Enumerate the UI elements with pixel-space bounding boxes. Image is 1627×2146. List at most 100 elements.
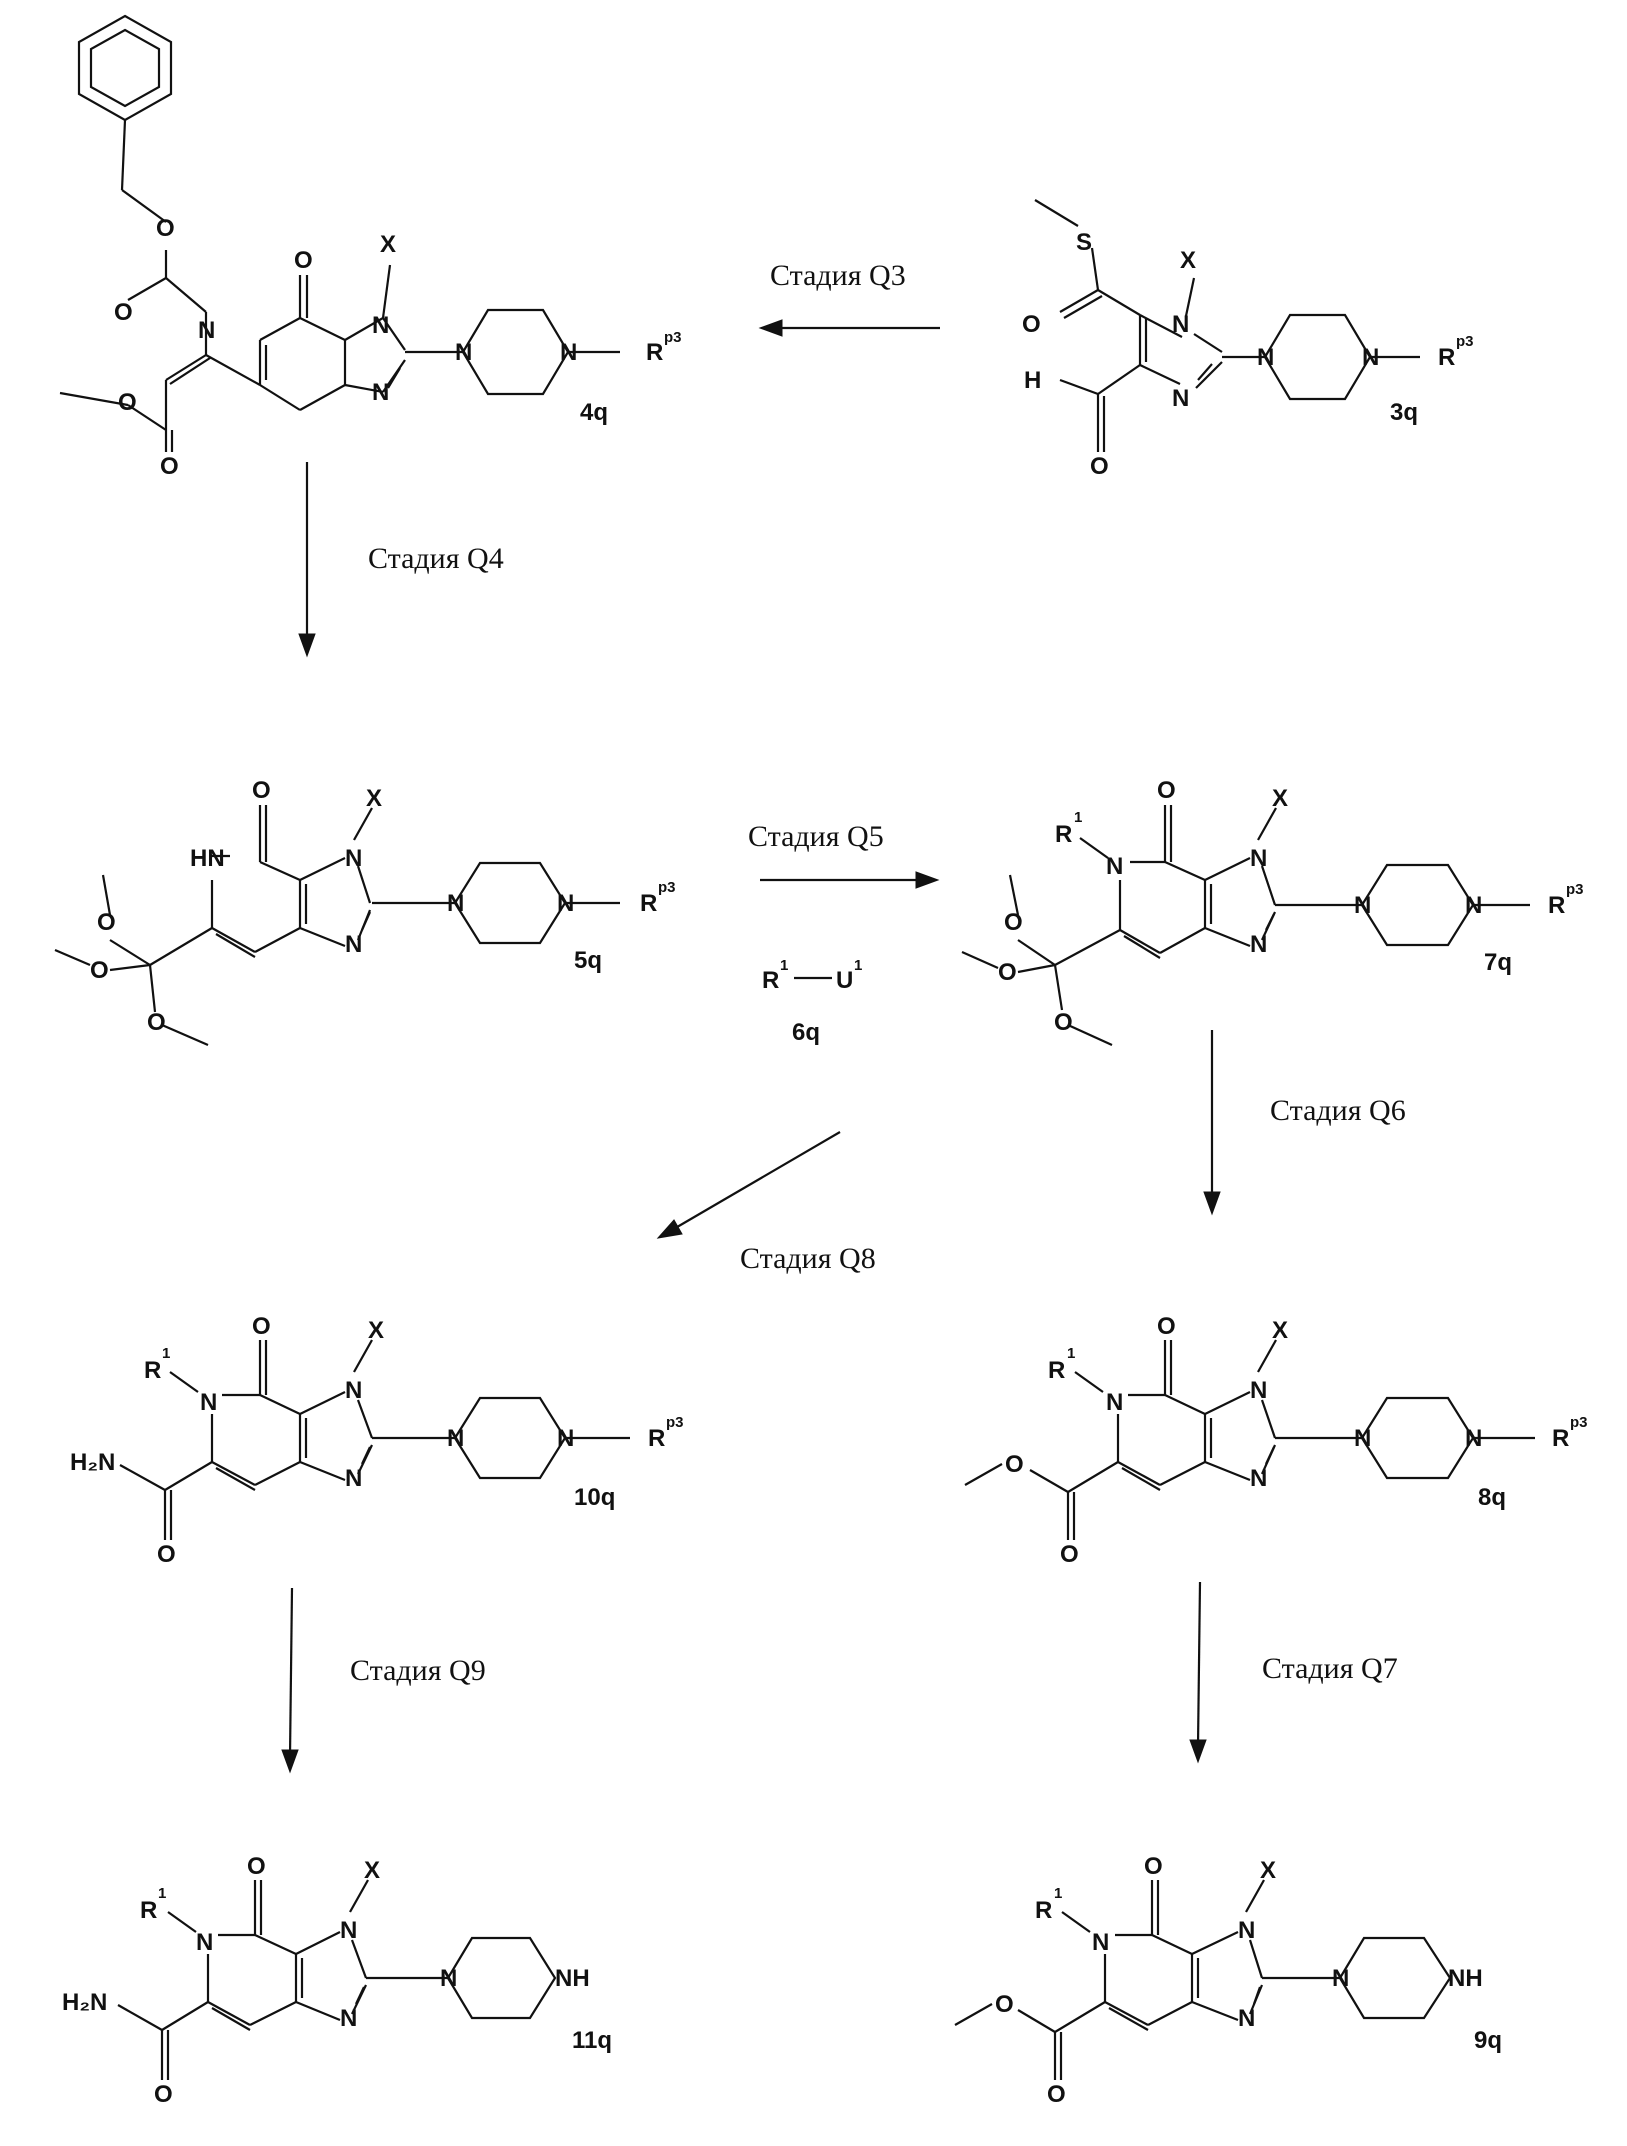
atom-label: R: [1552, 1425, 1569, 1452]
atom-label: N: [372, 379, 389, 406]
superscript-label: 1: [1067, 1345, 1075, 1362]
atom-label: N: [560, 339, 577, 366]
arrow-q9: [282, 1588, 298, 1772]
atom-label: N: [340, 1917, 357, 1944]
atom-label: N: [1106, 853, 1123, 880]
atom-label: N: [345, 845, 362, 872]
superscript-label: 1: [854, 957, 862, 974]
superscript-label: 1: [1054, 1885, 1062, 1902]
compound-4q: [60, 16, 620, 452]
step-label-q8: Стадия Q8: [740, 1242, 876, 1275]
atom-label: R: [144, 1357, 161, 1384]
atom-label: N: [1362, 344, 1379, 371]
atom-label: X: [1260, 1857, 1276, 1884]
arrow-q6: [1204, 1030, 1220, 1214]
atom-label: R: [646, 339, 663, 366]
superscript-label: p3: [1570, 1414, 1588, 1431]
atom-label: R: [1048, 1357, 1065, 1384]
atom-label: O: [1022, 311, 1041, 338]
superscript-label: p3: [658, 879, 676, 896]
atom-label: N: [1250, 1465, 1267, 1492]
compound-10q: [120, 1340, 630, 1540]
atom-label: N: [1332, 1965, 1349, 1992]
atom-label: X: [364, 1857, 380, 1884]
atom-label: R: [640, 890, 657, 917]
atom-label: N: [1172, 311, 1189, 338]
atom-label: N: [198, 317, 215, 344]
atom-label: N: [447, 1425, 464, 1452]
atom-label: N: [557, 1425, 574, 1452]
atom-label: O: [252, 1313, 271, 1340]
atom-label: H₂N: [62, 1989, 107, 2016]
step-label-q4: Стадия Q4: [368, 542, 504, 575]
atom-label: N: [196, 1929, 213, 1956]
atom-label: N: [372, 312, 389, 339]
atom-label: X: [380, 231, 396, 258]
atom-label: N: [1172, 385, 1189, 412]
atom-label: O: [1090, 453, 1109, 480]
atom-label: N: [1354, 892, 1371, 919]
compound-3q: [1035, 200, 1420, 452]
step-label-q7: Стадия Q7: [1262, 1652, 1398, 1685]
atom-label: N: [1238, 1917, 1255, 1944]
atom-label: N: [345, 1465, 362, 1492]
arrow-q5: [760, 872, 938, 888]
step-label-q6: Стадия Q6: [1270, 1094, 1406, 1127]
atom-label: O: [1004, 909, 1023, 936]
atom-label: O: [1047, 2081, 1066, 2108]
atom-label: N: [1354, 1425, 1371, 1452]
atom-label: N: [1106, 1389, 1123, 1416]
atom-label: O: [1054, 1009, 1073, 1036]
atom-label: R: [762, 967, 779, 994]
superscript-label: 1: [780, 957, 788, 974]
atom-label: NH: [555, 1965, 590, 1992]
atom-label: O: [1060, 1541, 1079, 1568]
atom-label: NH: [1448, 1965, 1483, 1992]
step-label-q5: Стадия Q5: [748, 820, 884, 853]
compound-label-7q: 7q: [1484, 949, 1512, 976]
atom-label: H: [1024, 367, 1041, 394]
atom-label: O: [247, 1853, 266, 1880]
atom-label: X: [366, 785, 382, 812]
superscript-label: p3: [1456, 333, 1474, 350]
arrow-q3: [760, 320, 940, 336]
compound-label-9q: 9q: [1474, 2027, 1502, 2054]
atom-label: R: [648, 1425, 665, 1452]
superscript-label: 1: [1074, 809, 1082, 826]
atom-label: R: [1035, 1897, 1052, 1924]
atom-label: O: [97, 909, 116, 936]
superscript-label: 1: [162, 1345, 170, 1362]
atom-label: R: [1055, 821, 1072, 848]
atom-label: U: [836, 967, 853, 994]
superscript-label: p3: [1566, 881, 1584, 898]
step-label-q9: Стадия Q9: [350, 1654, 486, 1687]
atom-label: O: [1005, 1451, 1024, 1478]
compound-label-11q: 11q: [572, 2027, 612, 2054]
compound-11q: [118, 1880, 555, 2080]
atom-label: N: [1465, 1425, 1482, 1452]
arrow-q4: [299, 462, 315, 656]
atom-label: N: [345, 1377, 362, 1404]
atom-label: O: [160, 453, 179, 480]
atom-label: N: [1465, 892, 1482, 919]
atom-label: O: [1157, 1313, 1176, 1340]
atom-label: O: [118, 389, 137, 416]
compound-7q: [962, 805, 1530, 1045]
atom-label: R: [1548, 892, 1565, 919]
atom-label: O: [90, 957, 109, 984]
atom-label: O: [156, 215, 175, 242]
compound-9q: [955, 1880, 1450, 2080]
superscript-label: p3: [664, 329, 682, 346]
atom-label: N: [1257, 344, 1274, 371]
atom-label: N: [447, 890, 464, 917]
atom-label: H₂N: [70, 1449, 115, 1476]
benzene-ring: [79, 16, 171, 120]
atom-label: O: [995, 1991, 1014, 2018]
arrow-q7: [1190, 1582, 1206, 1762]
atom-label: N: [200, 1389, 217, 1416]
atom-label: N: [557, 890, 574, 917]
atom-label: O: [157, 1541, 176, 1568]
atom-label: X: [1272, 785, 1288, 812]
atom-label: HN: [190, 845, 225, 872]
